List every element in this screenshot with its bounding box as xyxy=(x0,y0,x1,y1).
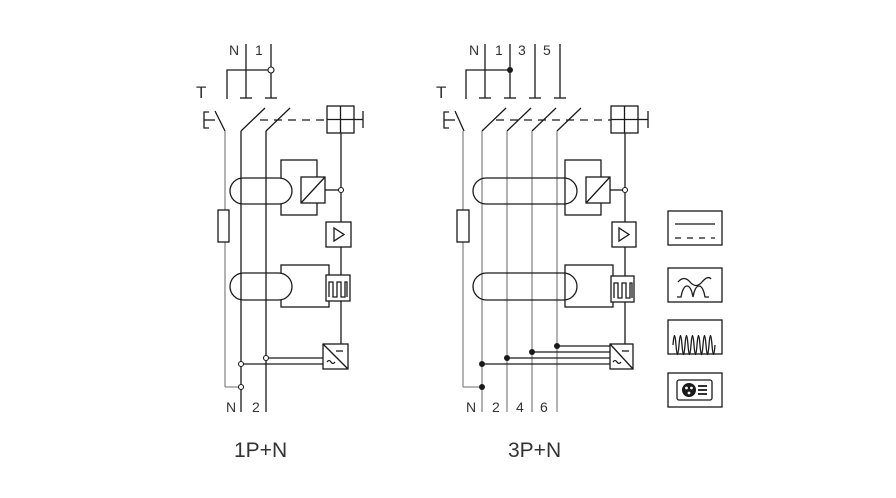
current-transformer-1 xyxy=(229,177,293,205)
test-resistor-icon xyxy=(456,209,470,243)
electronic-frame xyxy=(564,264,614,308)
test-wire xyxy=(465,69,510,99)
smooth-dc-icon xyxy=(667,372,723,408)
diagram-3p-n: N 1 3 5 T xyxy=(436,42,649,462)
high-frequency-icon xyxy=(667,319,723,356)
pulse-generator-icon xyxy=(325,274,351,302)
junction xyxy=(507,67,513,73)
amplifier-icon xyxy=(325,221,352,248)
current-transformer-2 xyxy=(472,272,578,301)
test-label: T xyxy=(196,83,206,102)
diagram-title-3p-n: 3P+N xyxy=(508,439,561,462)
bottom-label-n: N xyxy=(226,399,236,415)
top-label-3: 3 xyxy=(518,42,526,58)
top-label-1: 1 xyxy=(495,42,503,58)
switch-n xyxy=(240,107,266,132)
diagram-title-1p-n: 1P+N xyxy=(234,439,287,462)
bottom-label-2: 2 xyxy=(492,399,500,415)
top-label-1: 1 xyxy=(255,42,263,58)
test-resistor-icon xyxy=(217,209,230,243)
bottom-label-6: 6 xyxy=(540,399,548,415)
test-label: T xyxy=(436,83,446,102)
test-switch xyxy=(214,110,226,132)
bottom-label-4: 4 xyxy=(516,399,524,415)
pulsating-wave-icon xyxy=(667,267,723,303)
bottom-label-n: N xyxy=(466,399,476,415)
current-transformer-1 xyxy=(472,177,578,205)
ac-dc-current-icon xyxy=(667,210,723,246)
top-label-n: N xyxy=(469,42,479,58)
top-label-5: 5 xyxy=(543,42,551,58)
test-switch xyxy=(454,110,465,132)
diagram-1p-n: N 1 T xyxy=(196,42,364,462)
test-wire xyxy=(226,69,271,99)
top-label-n: N xyxy=(229,42,239,58)
current-transformer-2 xyxy=(229,272,293,301)
legend-icons xyxy=(667,210,723,408)
amplifier-icon xyxy=(611,221,637,248)
junction xyxy=(267,66,275,74)
bottom-label-2: 2 xyxy=(252,399,260,415)
